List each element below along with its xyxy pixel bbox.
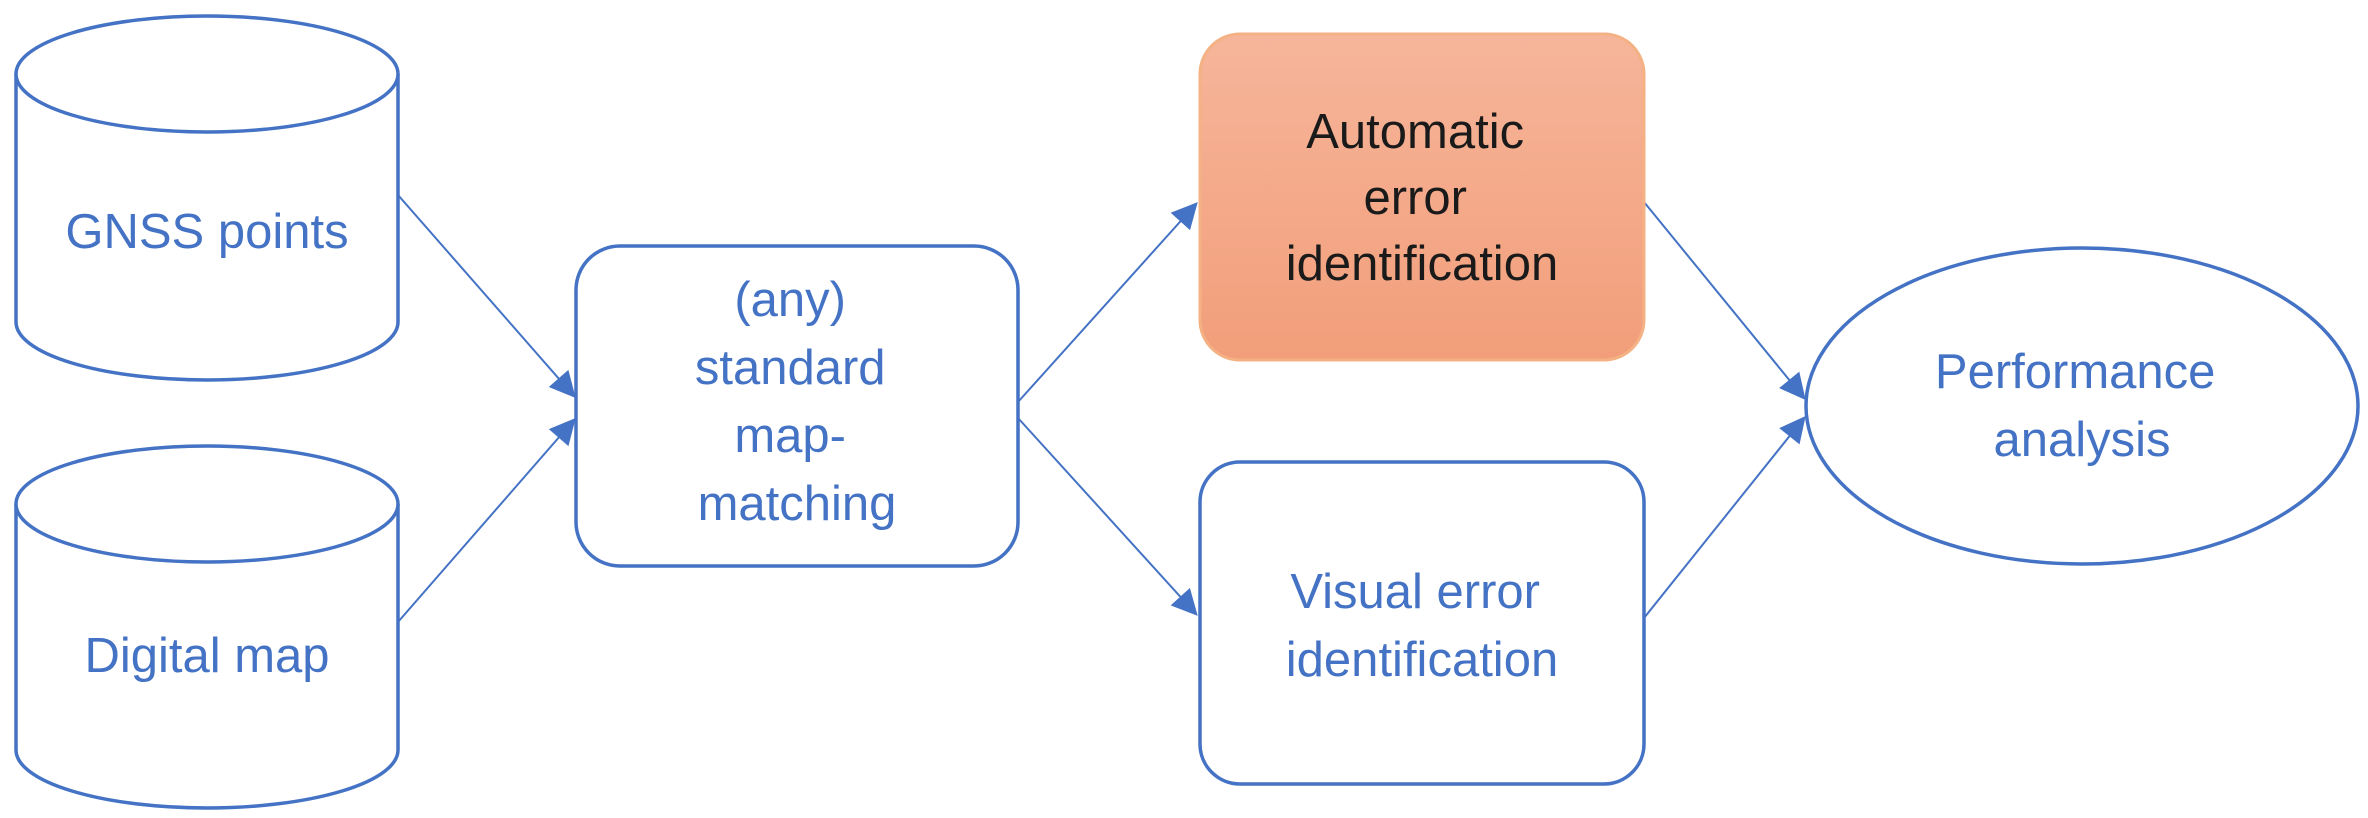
arrow-matching-to-visual xyxy=(1017,417,1198,616)
performance-analysis-label: Performance analysis xyxy=(1935,345,2229,467)
gnss-points-label: GNSS points xyxy=(65,205,348,259)
visual-error-identification-process: Visual error identification xyxy=(1198,460,1646,786)
digital-map-label: Digital map xyxy=(84,629,329,683)
map-matching-process: (any) standard map- matching xyxy=(574,244,1020,568)
gnss-points-database: GNSS points xyxy=(14,14,400,382)
performance-analysis-terminal: Performance analysis xyxy=(1804,246,2360,566)
visual-error-identification-label: Visual error identification xyxy=(1286,565,1558,687)
automatic-error-identification-process: Automatic error identification xyxy=(1198,32,1646,362)
arrow-gnss-to-matching xyxy=(397,194,576,398)
arrow-map-to-matching xyxy=(397,418,576,623)
arrow-visual-to-performance xyxy=(1643,415,1806,619)
map-matching-label: (any) standard map- matching xyxy=(695,273,899,531)
digital-map-database: Digital map xyxy=(14,444,400,810)
automatic-error-identification-label: Automatic error identification xyxy=(1286,105,1558,291)
arrow-matching-to-auto xyxy=(1017,202,1198,403)
arrow-auto-to-performance xyxy=(1643,201,1806,401)
